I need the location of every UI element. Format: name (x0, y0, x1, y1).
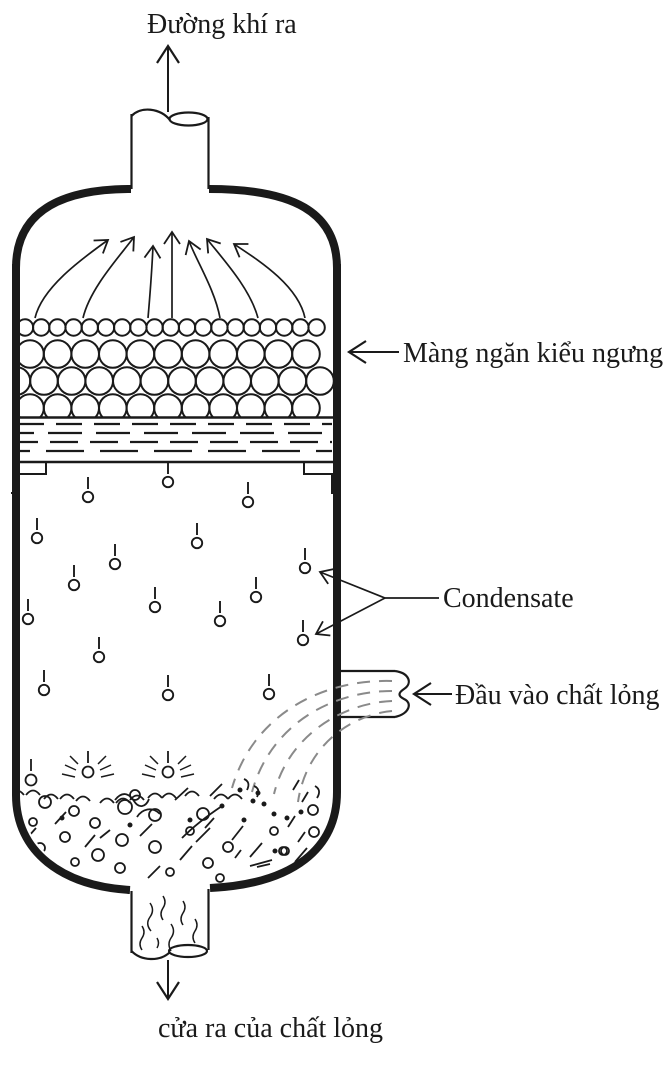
tray-support-right (303, 463, 340, 494)
liquid-pool (20, 751, 320, 883)
shell-top-left (12, 185, 132, 269)
demister-tray (11, 422, 340, 494)
tray-support-left (11, 463, 47, 494)
demister-pad (16, 318, 333, 419)
liquid-inlet-label: Đầu vào chất lỏng (455, 680, 660, 711)
inlet-streamlines (231, 679, 393, 803)
outlet-flow-squiggles (139, 895, 198, 952)
demister-label: Màng ngăn kiểu ngưng (403, 338, 663, 369)
liquid-outlet-label: cửa ra của chất lỏng (158, 1013, 383, 1044)
gas-outlet-pipe (130, 108, 210, 189)
shell-left-wall (12, 264, 131, 894)
shell-right-wall (209, 264, 341, 892)
shell-top-right (208, 185, 341, 269)
inlet-pipe-broken-end (394, 669, 410, 719)
gas-flow-arrows (34, 230, 306, 319)
demister-pad-circles (20, 318, 333, 418)
gas-outlet-label: Đường khí ra (147, 9, 297, 40)
liquid-outlet-pipe (130, 889, 210, 961)
condensate-label: Condensate (443, 583, 574, 614)
vessel-shell (12, 185, 341, 894)
condensate-leader (314, 568, 439, 637)
falling-droplets (21, 462, 312, 702)
liquid-inlet-pipe (341, 669, 410, 719)
